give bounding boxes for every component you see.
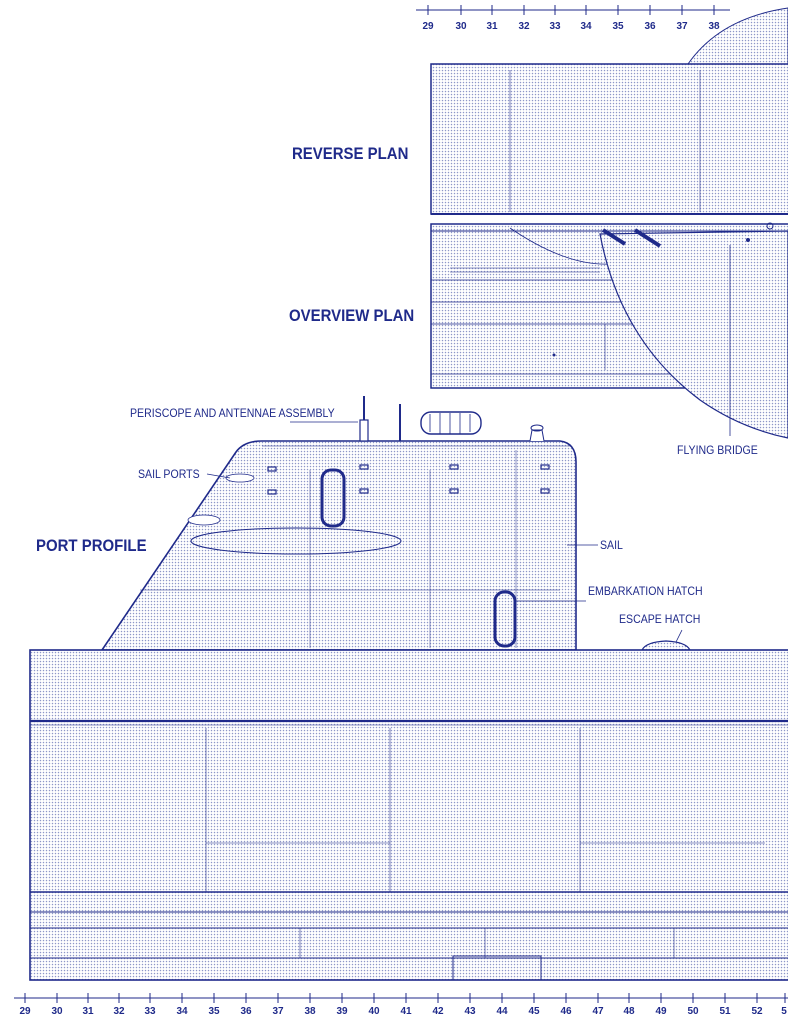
- bottom-scale-label: 33: [144, 1006, 156, 1017]
- top-scale-label: 36: [644, 21, 656, 32]
- bottom-scale-label: 34: [176, 1006, 188, 1017]
- bottom-scale-label: 45: [528, 1006, 540, 1017]
- bottom-scale-label: 31: [82, 1006, 94, 1017]
- bottom-scale-label: 50: [687, 1006, 699, 1017]
- top-scale-label: 30: [455, 21, 467, 32]
- top-scale-label: 37: [676, 21, 688, 32]
- sail-port-oval: [190, 527, 402, 555]
- bottom-scale-label: 38: [304, 1006, 316, 1017]
- bottom-scale-label: 48: [623, 1006, 635, 1017]
- plan-views: [430, 7, 788, 439]
- bottom-scale-label: 5: [781, 1006, 787, 1017]
- overview-plan-title: OVERVIEW PLAN: [289, 306, 415, 325]
- bottom-scale-label: 35: [208, 1006, 220, 1017]
- flying-bridge-curve: [599, 230, 788, 439]
- reverse-plan-hull: [430, 63, 788, 215]
- top-scale-label: 31: [486, 21, 498, 32]
- reverse-plan-title: REVERSE PLAN: [292, 144, 409, 163]
- port-profile-title: PORT PROFILE: [36, 536, 147, 555]
- top-scale-label: 38: [708, 21, 720, 32]
- hull: [29, 649, 788, 981]
- bottom-scale-label: 32: [113, 1006, 125, 1017]
- top-scale-label: 33: [549, 21, 561, 32]
- bottom-scale-label: 39: [336, 1006, 348, 1017]
- sail-ports-callout: SAIL PORTS: [138, 467, 200, 481]
- embarkation-door: [493, 590, 517, 648]
- bottom-scale-label: 49: [655, 1006, 667, 1017]
- escape-hatch-callout: ESCAPE HATCH: [619, 612, 701, 626]
- leader-lines: [206, 421, 683, 643]
- bottom-scale-label: 46: [560, 1006, 572, 1017]
- bottom-scale-label: 42: [432, 1006, 444, 1017]
- bottom-scale-label: 40: [368, 1006, 380, 1017]
- top-scale-label: 34: [580, 21, 592, 32]
- bottom-scale-label: 43: [464, 1006, 476, 1017]
- upper-door: [320, 468, 346, 528]
- periscope-callout: PERISCOPE AND ANTENNAE ASSEMBLY: [130, 406, 335, 420]
- sail-callout: SAIL: [600, 538, 623, 552]
- bottom-scale-label: 30: [51, 1006, 63, 1017]
- bottom-scale-label: 29: [19, 1006, 31, 1017]
- top-scale-label: 32: [518, 21, 530, 32]
- bottom-scale-label: 36: [240, 1006, 252, 1017]
- top-scale-label: 35: [612, 21, 624, 32]
- bottom-scale-label: 52: [751, 1006, 763, 1017]
- escape-hatch: [641, 640, 691, 651]
- top-scale: [416, 5, 730, 15]
- flying-bridge-callout: FLYING BRIDGE: [677, 443, 758, 457]
- bow-dome: [687, 7, 788, 65]
- top-scale-label: 29: [422, 21, 434, 32]
- bottom-scale: [14, 993, 788, 1003]
- bottom-scale-label: 47: [592, 1006, 604, 1017]
- port-profile: [29, 396, 788, 981]
- embarkation-hatch-callout: EMBARKATION HATCH: [588, 584, 703, 598]
- flying-bridge-rail: [420, 411, 482, 435]
- bottom-scale-label: 51: [719, 1006, 731, 1017]
- bottom-scale-label: 44: [496, 1006, 508, 1017]
- bottom-scale-label: 37: [272, 1006, 284, 1017]
- bottom-scale-label: 41: [400, 1006, 412, 1017]
